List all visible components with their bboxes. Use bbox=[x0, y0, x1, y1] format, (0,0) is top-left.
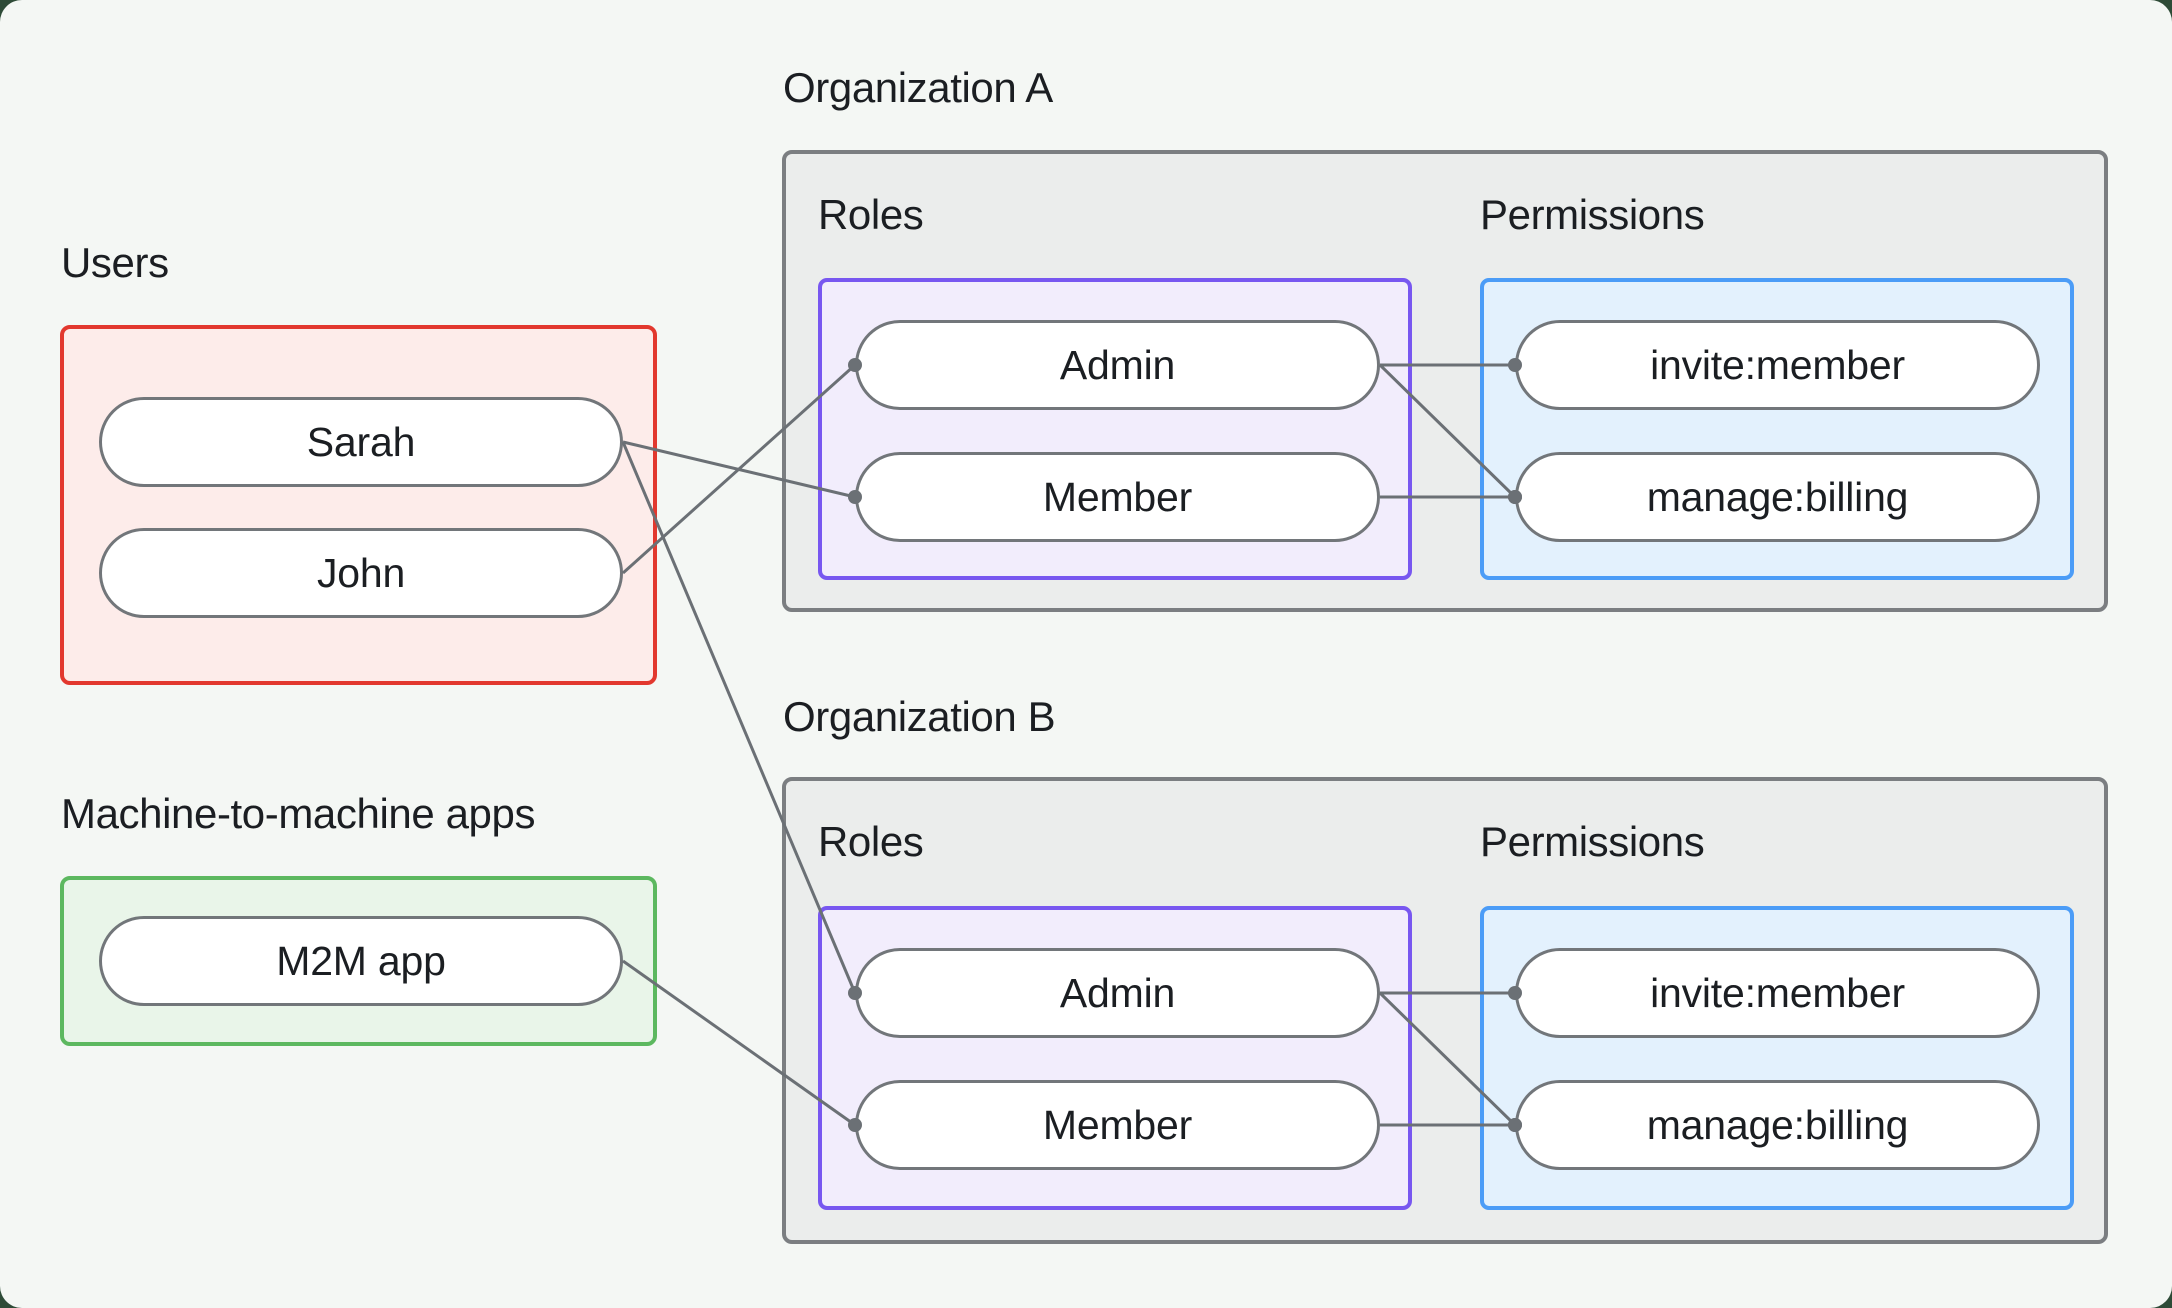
node-sarah: Sarah bbox=[99, 397, 623, 487]
node-org-b-invite-member: invite:member bbox=[1515, 948, 2040, 1038]
node-org-a-manage-billing: manage:billing bbox=[1515, 452, 2040, 542]
org-b-permissions-label: Permissions bbox=[1480, 818, 1705, 865]
org-a-roles-label: Roles bbox=[818, 191, 924, 238]
node-org-b-manage-billing: manage:billing bbox=[1515, 1080, 2040, 1170]
org-a-permissions-label: Permissions bbox=[1480, 191, 1705, 238]
node-org-b-member: Member bbox=[855, 1080, 1380, 1170]
org-b-roles-label: Roles bbox=[818, 818, 924, 865]
node-john: John bbox=[99, 528, 623, 618]
users-group-box bbox=[60, 325, 657, 685]
m2m-label: Machine-to-machine apps bbox=[61, 790, 536, 837]
org-b-title: Organization B bbox=[783, 693, 1056, 740]
node-m2m-app: M2M app bbox=[99, 916, 623, 1006]
node-org-a-invite-member: invite:member bbox=[1515, 320, 2040, 410]
node-org-a-member: Member bbox=[855, 452, 1380, 542]
node-org-b-admin: Admin bbox=[855, 948, 1380, 1038]
node-org-a-admin: Admin bbox=[855, 320, 1380, 410]
org-a-title: Organization A bbox=[783, 64, 1053, 111]
users-label: Users bbox=[61, 239, 169, 286]
